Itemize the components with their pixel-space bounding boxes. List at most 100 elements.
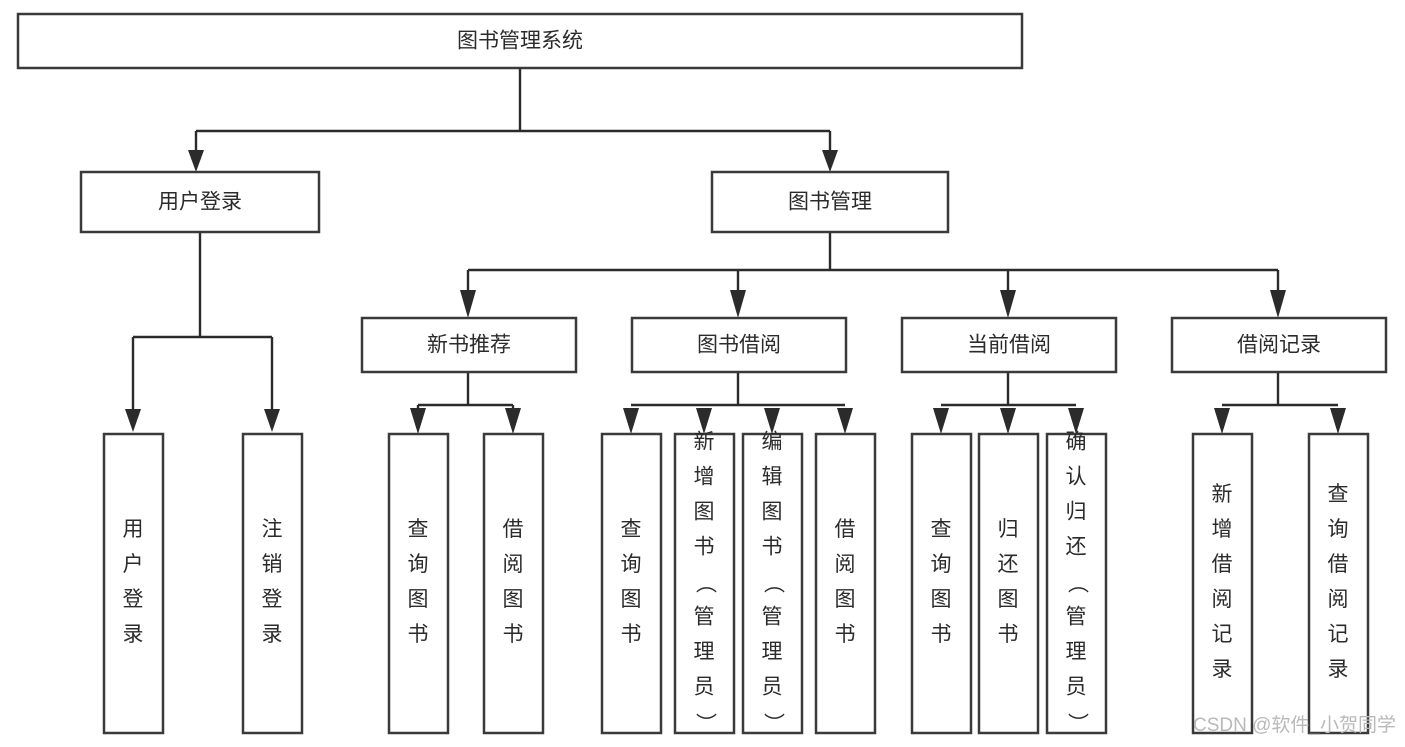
vertical-glyph: 查: [931, 518, 952, 541]
leaf-borrow-edit-book-box[interactable]: [741, 432, 804, 735]
node-book-management[interactable]: 图书管理: [710, 170, 950, 234]
vertical-glyph: 借: [1328, 553, 1349, 576]
vertical-glyph: 记: [1212, 623, 1233, 646]
vertical-glyph: 图: [998, 588, 1019, 611]
vertical-glyph: 管: [694, 606, 715, 629]
node-user-login-box[interactable]: [79, 170, 321, 234]
leaf-current-return-book-box[interactable]: [977, 432, 1040, 735]
vertical-glyph: 查: [621, 518, 642, 541]
node-book-borrow[interactable]: 图书借阅: [630, 316, 848, 374]
vertical-glyph: 查: [1328, 483, 1349, 506]
vertical-glyph: 图: [762, 501, 783, 524]
vertical-glyph: 查: [408, 518, 429, 541]
vertical-glyph: 图: [931, 588, 952, 611]
node-root[interactable]: 图书管理系统: [16, 12, 1024, 70]
vertical-glyph: 书: [998, 623, 1019, 646]
arrow-level3-2: [730, 290, 746, 318]
node-book-borrow-box[interactable]: [630, 316, 848, 374]
vertical-glyph: 认: [1066, 466, 1087, 489]
vertical-glyph: 户: [123, 553, 144, 576]
node-current-borrow-label: 当前借阅: [967, 334, 1051, 357]
vertical-glyph: 还: [1066, 536, 1087, 559]
node-user-login-label: 用户登录: [158, 191, 242, 214]
node-borrow-record[interactable]: 借阅记录: [1170, 316, 1388, 374]
vertical-glyph: 理: [762, 641, 783, 664]
arrow-to-user-login: [188, 150, 204, 172]
arrow-level3-4: [1270, 290, 1286, 318]
vertical-glyph: 编: [762, 431, 783, 454]
leaf-record-query-record-box[interactable]: [1307, 432, 1370, 735]
vertical-glyph: 图: [503, 588, 524, 611]
vertical-glyph: 登: [123, 588, 144, 611]
vertical-glyph: 书: [762, 536, 783, 559]
vertical-glyph: 借: [835, 518, 856, 541]
leaf-recommend-borrow-book-box[interactable]: [482, 432, 545, 735]
leaf-borrow-borrow-book-box[interactable]: [814, 432, 877, 735]
arrow-to-book-mgmt: [822, 150, 838, 172]
vertical-glyph: 录: [1328, 658, 1349, 681]
vertical-glyph: 借: [503, 518, 524, 541]
node-new-book-recommend[interactable]: 新书推荐: [360, 316, 578, 374]
vertical-glyph: 理: [1066, 641, 1087, 664]
vertical-glyph: 还: [998, 553, 1019, 576]
vertical-glyph: 新: [694, 431, 715, 454]
vertical-glyph: 图: [621, 588, 642, 611]
vertical-glyph: 书: [621, 623, 642, 646]
watermark-label: CSDN @软件_小贺同学: [1193, 714, 1396, 736]
connector-layer: [125, 68, 1346, 434]
vertical-glyph: （: [761, 573, 784, 594]
node-root-box[interactable]: [16, 12, 1024, 70]
node-current-borrow[interactable]: 当前借阅: [900, 316, 1118, 374]
vertical-glyph: 归: [998, 518, 1019, 541]
leaf-user-login-logout-box[interactable]: [241, 432, 304, 735]
node-new-book-recommend-label: 新书推荐: [427, 334, 511, 357]
vertical-glyph: 确: [1066, 431, 1087, 454]
leaf-user-login-login[interactable]: 用户登录: [102, 432, 165, 735]
vertical-glyph: 书: [408, 623, 429, 646]
arrow-borrow-leaf-1: [623, 408, 639, 434]
node-book-management-box[interactable]: [710, 170, 950, 234]
vertical-glyph: ）: [761, 713, 784, 734]
vertical-glyph: 辑: [762, 466, 783, 489]
vertical-glyph: 增: [694, 466, 715, 489]
vertical-glyph: 记: [1328, 623, 1349, 646]
leaf-current-confirm-return-box[interactable]: [1045, 432, 1108, 735]
node-user-login[interactable]: 用户登录: [79, 170, 321, 234]
leaf-current-query-book-box[interactable]: [910, 432, 973, 735]
arrow-user-login-leaf-2: [264, 409, 280, 432]
arrow-borrow-leaf-2: [696, 408, 712, 434]
arrow-user-login-leaf-1: [125, 409, 141, 432]
vertical-glyph: 归: [1066, 501, 1087, 524]
node-borrow-record-label: 借阅记录: [1237, 334, 1321, 357]
vertical-glyph: 阅: [1328, 588, 1349, 611]
vertical-glyph: 录: [123, 623, 144, 646]
vertical-glyph: 图: [694, 501, 715, 524]
node-borrow-record-box[interactable]: [1170, 316, 1388, 374]
leaf-record-add-record-box[interactable]: [1191, 432, 1254, 735]
leaf-borrow-query-book-box[interactable]: [600, 432, 663, 735]
node-new-book-recommend-box[interactable]: [360, 316, 578, 374]
leaf-recommend-query-book-box[interactable]: [387, 432, 450, 735]
leaf-borrow-add-book-box[interactable]: [673, 432, 736, 735]
node-current-borrow-box[interactable]: [900, 316, 1118, 374]
vertical-glyph: （: [693, 573, 716, 594]
leaf-user-login-login-box[interactable]: [102, 432, 165, 735]
arrow-level3-1: [460, 290, 476, 318]
